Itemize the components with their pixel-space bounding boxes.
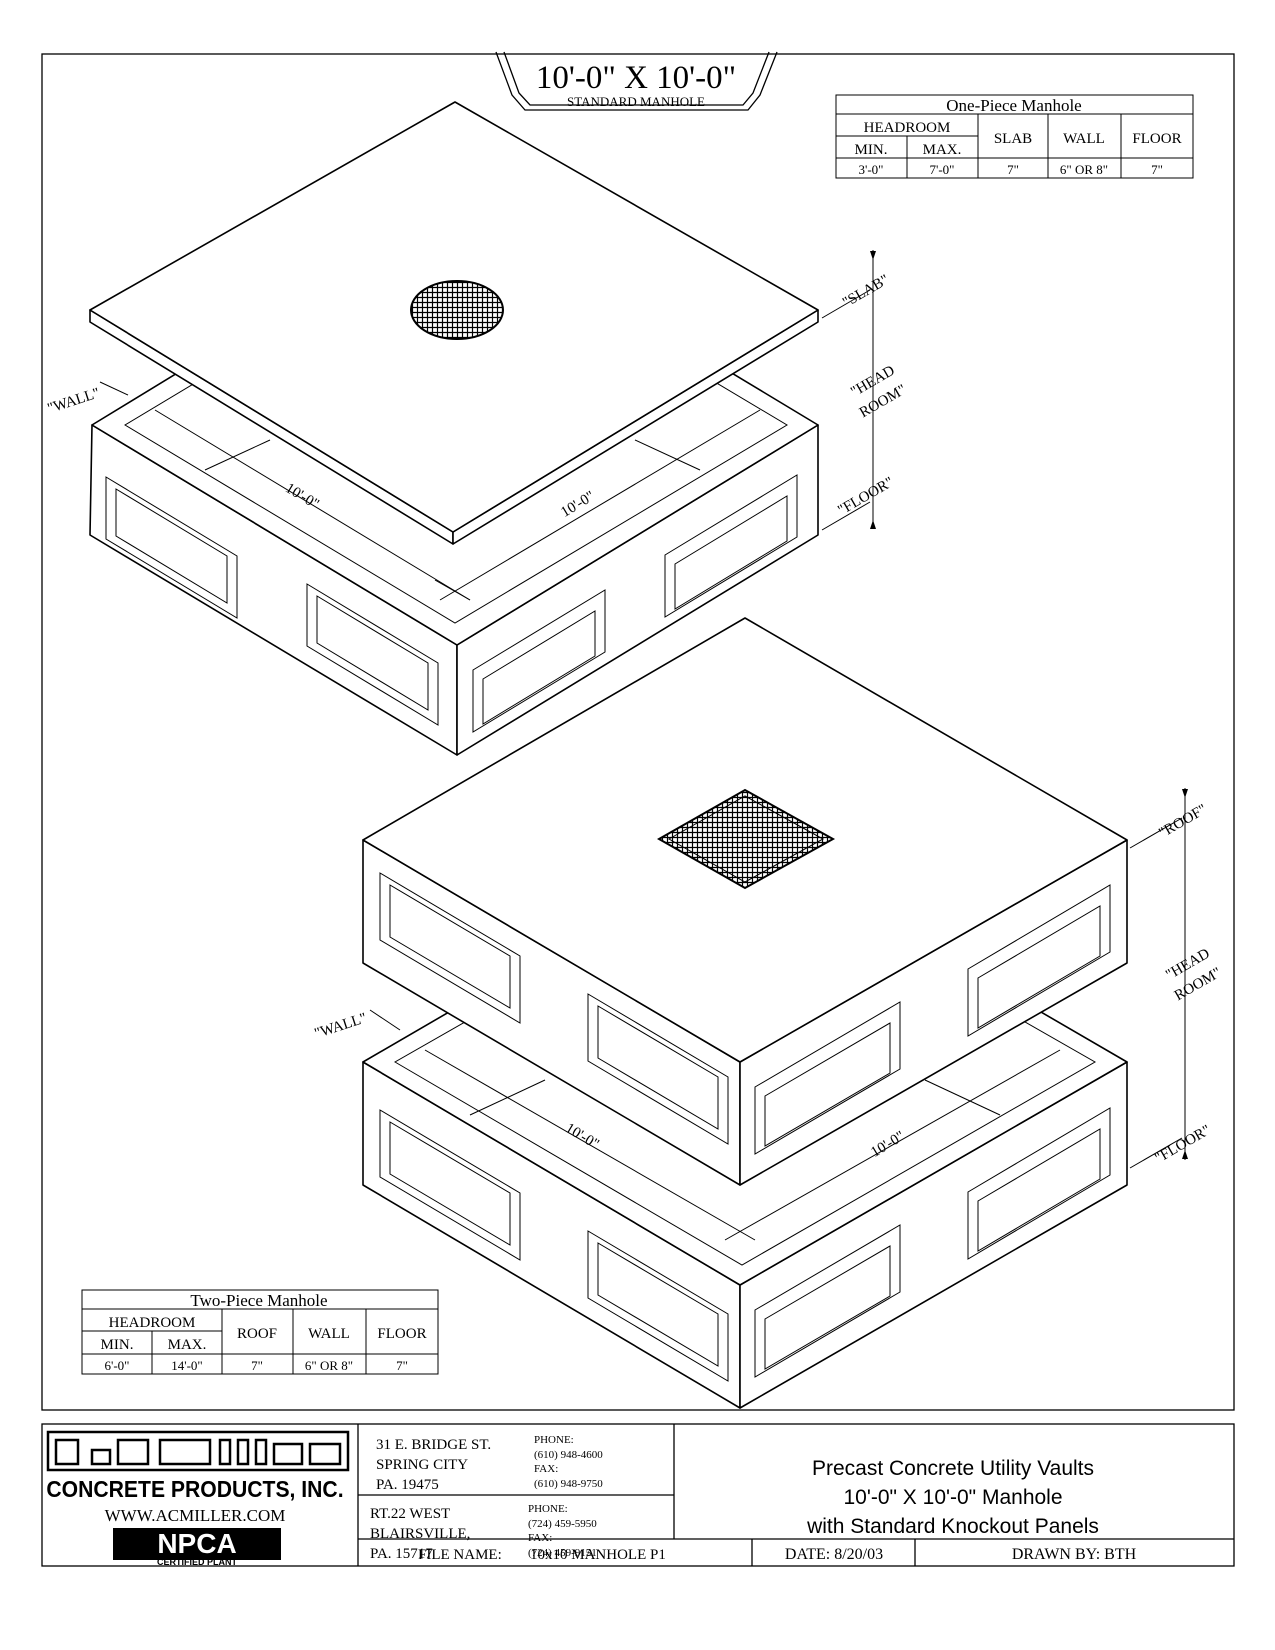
two-piece-floor-value: 7" bbox=[396, 1358, 408, 1373]
description-line3: with Standard Knockout Panels bbox=[806, 1515, 1099, 1538]
one-piece-floor-label: "FLOOR" bbox=[835, 474, 896, 519]
two-piece-manhole: 10'-0" 10'-0" "WALL" "ROOF" "HEAD ROOM" bbox=[313, 617, 1224, 1409]
two-piece-roof bbox=[362, 617, 1128, 1186]
title-block: CONCRETE PRODUCTS, INC. WWW.ACMILLER.COM… bbox=[46, 1424, 1234, 1567]
one-piece-manhole: 10'-0" 10'-0" "WALL" "SLAB" "HEAD ROOM" … bbox=[46, 101, 909, 756]
npca-text: NPCA bbox=[157, 1528, 236, 1559]
two-piece-min: MIN. bbox=[101, 1337, 134, 1353]
two-piece-min-value: 6'-0" bbox=[105, 1358, 130, 1373]
one-piece-max-value: 7'-0" bbox=[930, 162, 955, 177]
two-piece-max-value: 14'-0" bbox=[171, 1358, 202, 1373]
loc1-fax-label: FAX: bbox=[534, 1463, 558, 1475]
two-piece-title: Two-Piece Manhole bbox=[190, 1291, 327, 1310]
drawing-subtitle: STANDARD MANHOLE bbox=[567, 94, 705, 109]
loc2-fax-label: FAX: bbox=[528, 1532, 552, 1544]
description-line1: Precast Concrete Utility Vaults bbox=[812, 1457, 1094, 1480]
drawing-title: 10'-0" X 10'-0" bbox=[536, 60, 736, 96]
two-piece-wall-label: "WALL" bbox=[313, 1010, 369, 1042]
manhole-cover-round-icon bbox=[410, 280, 504, 340]
one-piece-wall-label: "WALL" bbox=[46, 385, 102, 417]
loc2-fax: (724) 459-9151 bbox=[528, 1547, 597, 1559]
company-name: CONCRETE PRODUCTS, INC. bbox=[46, 1476, 343, 1502]
company-logo: CONCRETE PRODUCTS, INC. WWW.ACMILLER.COM bbox=[46, 1430, 350, 1525]
title-block-border bbox=[41, 1423, 1235, 1567]
loc1-fax: (610) 948-9750 bbox=[534, 1478, 603, 1490]
one-piece-wall: WALL bbox=[1063, 131, 1105, 147]
loc2-phone-label: PHONE: bbox=[528, 1503, 568, 1515]
one-piece-headroom: HEADROOM bbox=[864, 120, 951, 136]
one-piece-slab-label: "SLAB" bbox=[840, 272, 892, 311]
loc1-phone-label: PHONE: bbox=[534, 1434, 574, 1446]
npca-logo: NPCA CERTIFIED PLANT bbox=[113, 1528, 281, 1567]
loc2-line1: RT.22 WEST bbox=[370, 1506, 450, 1522]
loc1-line2: SPRING CITY bbox=[376, 1457, 468, 1473]
two-piece-floor: FLOOR bbox=[377, 1326, 426, 1342]
drawing-date: DATE: 8/20/03 bbox=[785, 1546, 883, 1563]
drawn-by: DRAWN BY: BTH bbox=[1012, 1546, 1137, 1563]
two-piece-headroom: HEADROOM bbox=[109, 1315, 196, 1331]
one-piece-slab bbox=[89, 101, 819, 545]
npca-subtext: CERTIFIED PLANT bbox=[157, 1557, 238, 1567]
two-piece-max: MAX. bbox=[168, 1337, 207, 1353]
file-name-label: FILE NAME: bbox=[418, 1547, 502, 1563]
one-piece-min-value: 3'-0" bbox=[859, 162, 884, 177]
description-line2: 10'-0" X 10'-0" Manhole bbox=[843, 1486, 1062, 1509]
one-piece-title: One-Piece Manhole bbox=[946, 96, 1081, 115]
loc2-line2: BLAIRSVILLE, bbox=[370, 1526, 470, 1542]
manhole-cover-square-icon bbox=[656, 788, 836, 890]
two-piece-roof-label: "ROOF" bbox=[1156, 802, 1209, 842]
two-piece-wall: WALL bbox=[308, 1326, 350, 1342]
one-piece-slab: SLAB bbox=[994, 131, 1032, 147]
one-piece-wall-value: 6" OR 8" bbox=[1060, 162, 1108, 177]
one-piece-max: MAX. bbox=[923, 142, 962, 158]
loc1-line1: 31 E. BRIDGE ST. bbox=[376, 1437, 491, 1453]
loc2-phone: (724) 459-5950 bbox=[528, 1518, 597, 1530]
drawing-border bbox=[41, 53, 1235, 1411]
file-name: 10x10 MANHOLE P1 bbox=[530, 1547, 666, 1563]
two-piece-roof: ROOF bbox=[237, 1326, 277, 1342]
one-piece-min: MIN. bbox=[855, 142, 888, 158]
loc1-phone: (610) 948-4600 bbox=[534, 1449, 603, 1461]
two-piece-roof-value: 7" bbox=[251, 1358, 263, 1373]
one-piece-floor-value: 7" bbox=[1151, 162, 1163, 177]
two-piece-wall-value: 6" OR 8" bbox=[305, 1358, 353, 1373]
one-piece-floor: FLOOR bbox=[1132, 131, 1181, 147]
one-piece-table: One-Piece Manhole HEADROOM MIN. MAX. SLA… bbox=[835, 94, 1194, 179]
two-piece-floor-label: "FLOOR" bbox=[1152, 1122, 1213, 1167]
title-banner: 10'-0" X 10'-0" STANDARD MANHOLE bbox=[495, 51, 778, 111]
loc1-line3: PA. 19475 bbox=[376, 1477, 439, 1493]
one-piece-slab-value: 7" bbox=[1007, 162, 1019, 177]
loc2-line3: PA. 15717 bbox=[370, 1546, 433, 1562]
two-piece-table: Two-Piece Manhole HEADROOM MIN. MAX. ROO… bbox=[81, 1289, 439, 1375]
company-website: WWW.ACMILLER.COM bbox=[105, 1506, 286, 1525]
